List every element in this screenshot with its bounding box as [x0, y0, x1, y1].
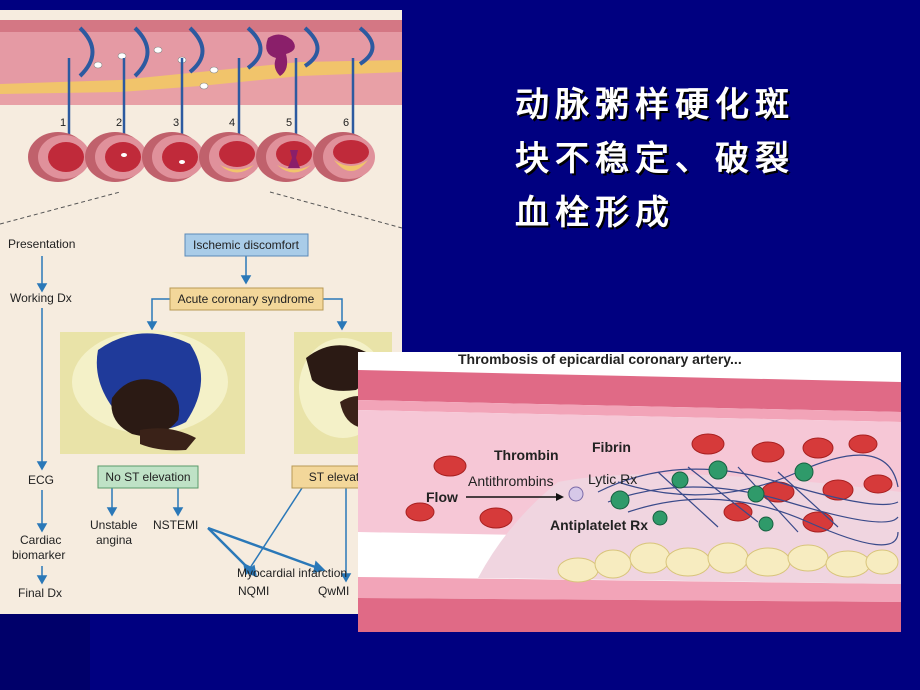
box-acute-coronary-syndrome: Acute coronary syndrome — [178, 292, 315, 306]
thrombosis-title: Thrombosis of epicardial coronary artery… — [458, 352, 742, 367]
label-unstable: Unstable — [90, 518, 138, 532]
thrombin-particle — [568, 486, 584, 502]
label-nstemi: NSTEMI — [153, 518, 198, 532]
label-thrombin: Thrombin — [494, 447, 559, 463]
red-blood-cells — [405, 433, 893, 533]
box-ischemic-discomfort: Ischemic discomfort — [193, 238, 300, 252]
slide-title: 动脉粥样硬化斑 块不稳定、破裂 血栓形成 — [515, 78, 845, 240]
stage-number: 6 — [343, 117, 349, 129]
label-antithrombins: Antithrombins — [468, 473, 554, 489]
label-presentation: Presentation — [8, 237, 75, 251]
label-working-dx: Working Dx — [10, 291, 72, 305]
title-line-2: 块不稳定、破裂 — [515, 139, 795, 179]
label-ecg: ECG — [28, 473, 54, 487]
plaque-photo-large — [60, 330, 245, 454]
label-antiplatelet-rx: Antiplatelet Rx — [550, 517, 648, 533]
label-cardiac: Cardiac — [20, 533, 61, 547]
vessel-rings — [28, 132, 375, 182]
label-flow: Flow — [426, 489, 458, 505]
lipid-plaque — [557, 542, 899, 583]
label-nqmi: NQMI — [238, 584, 269, 598]
label-lytic-rx: Lytic Rx — [588, 471, 637, 487]
label-biomarker: biomarker — [12, 548, 65, 562]
stage-number: 3 — [173, 117, 179, 129]
label-fibrin: Fibrin — [592, 439, 631, 455]
label-final-dx: Final Dx — [18, 586, 62, 600]
platelets — [610, 460, 814, 532]
artery-cross-section — [0, 10, 402, 105]
stage-number: 1 — [60, 117, 66, 129]
stage-number: 2 — [116, 117, 122, 129]
stage-number: 4 — [229, 117, 235, 129]
stage-number: 5 — [286, 117, 292, 129]
acs-pathway-figure: 1 2 3 4 5 6 — [0, 10, 402, 614]
label-myocardial-infarction: Myocardial infarction — [237, 566, 347, 580]
title-line-1: 动脉粥样硬化斑 — [515, 85, 795, 125]
title-line-3: 血栓形成 — [515, 193, 675, 233]
box-no-st-elevation: No ST elevation — [105, 470, 190, 484]
thrombosis-figure: Thrombosis of epicardial coronary artery… — [358, 352, 901, 632]
label-qwmi: QwMI — [318, 584, 349, 598]
label-angina: angina — [96, 533, 132, 547]
